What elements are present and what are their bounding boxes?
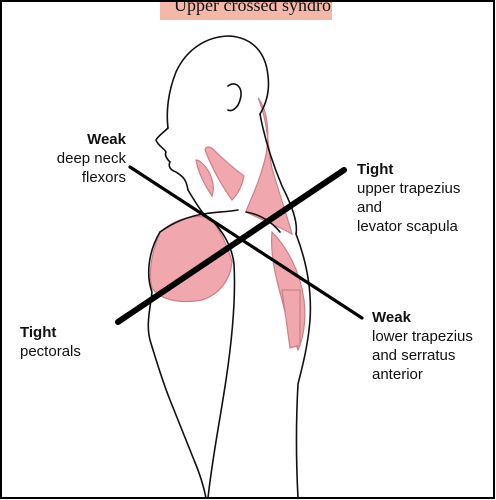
label-weak-trap-line-2: and serratus (372, 346, 496, 365)
label-tight-trap-head: Tight (357, 160, 492, 179)
label-weak-trap-line-1: lower trapezius (372, 327, 496, 346)
neck-flexor-muscle (196, 160, 213, 196)
label-weak-trap-line-3: anterior (372, 365, 496, 384)
label-weak-trap-head: Weak (372, 308, 496, 327)
serratus-muscle (282, 290, 300, 348)
label-tight-trap-line-3: levator scapula (357, 217, 492, 236)
label-weak-neck-head: Weak (22, 130, 126, 149)
label-weak-neck-line-2: flexors (22, 168, 126, 187)
label-weak-lower-trapezius: Weak lower trapezius and serratus anteri… (372, 308, 496, 384)
label-tight-trap-line-2: and (357, 198, 492, 217)
label-weak-neck-line-1: deep neck (22, 149, 126, 168)
head-outline (167, 36, 268, 128)
label-tight-pec-line-1: pectorals (20, 342, 120, 361)
label-tight-pectorals: Tight pectorals (20, 323, 120, 361)
label-tight-upper-trapezius: Tight upper trapezius and levator scapul… (357, 160, 492, 236)
label-tight-trap-line-1: upper trapezius (357, 179, 492, 198)
collar-outline (204, 210, 238, 214)
label-tight-pec-head: Tight (20, 323, 120, 342)
face-outline (156, 128, 188, 190)
ear-outline (228, 84, 241, 111)
label-weak-deep-neck-flexors: Weak deep neck flexors (22, 130, 126, 187)
